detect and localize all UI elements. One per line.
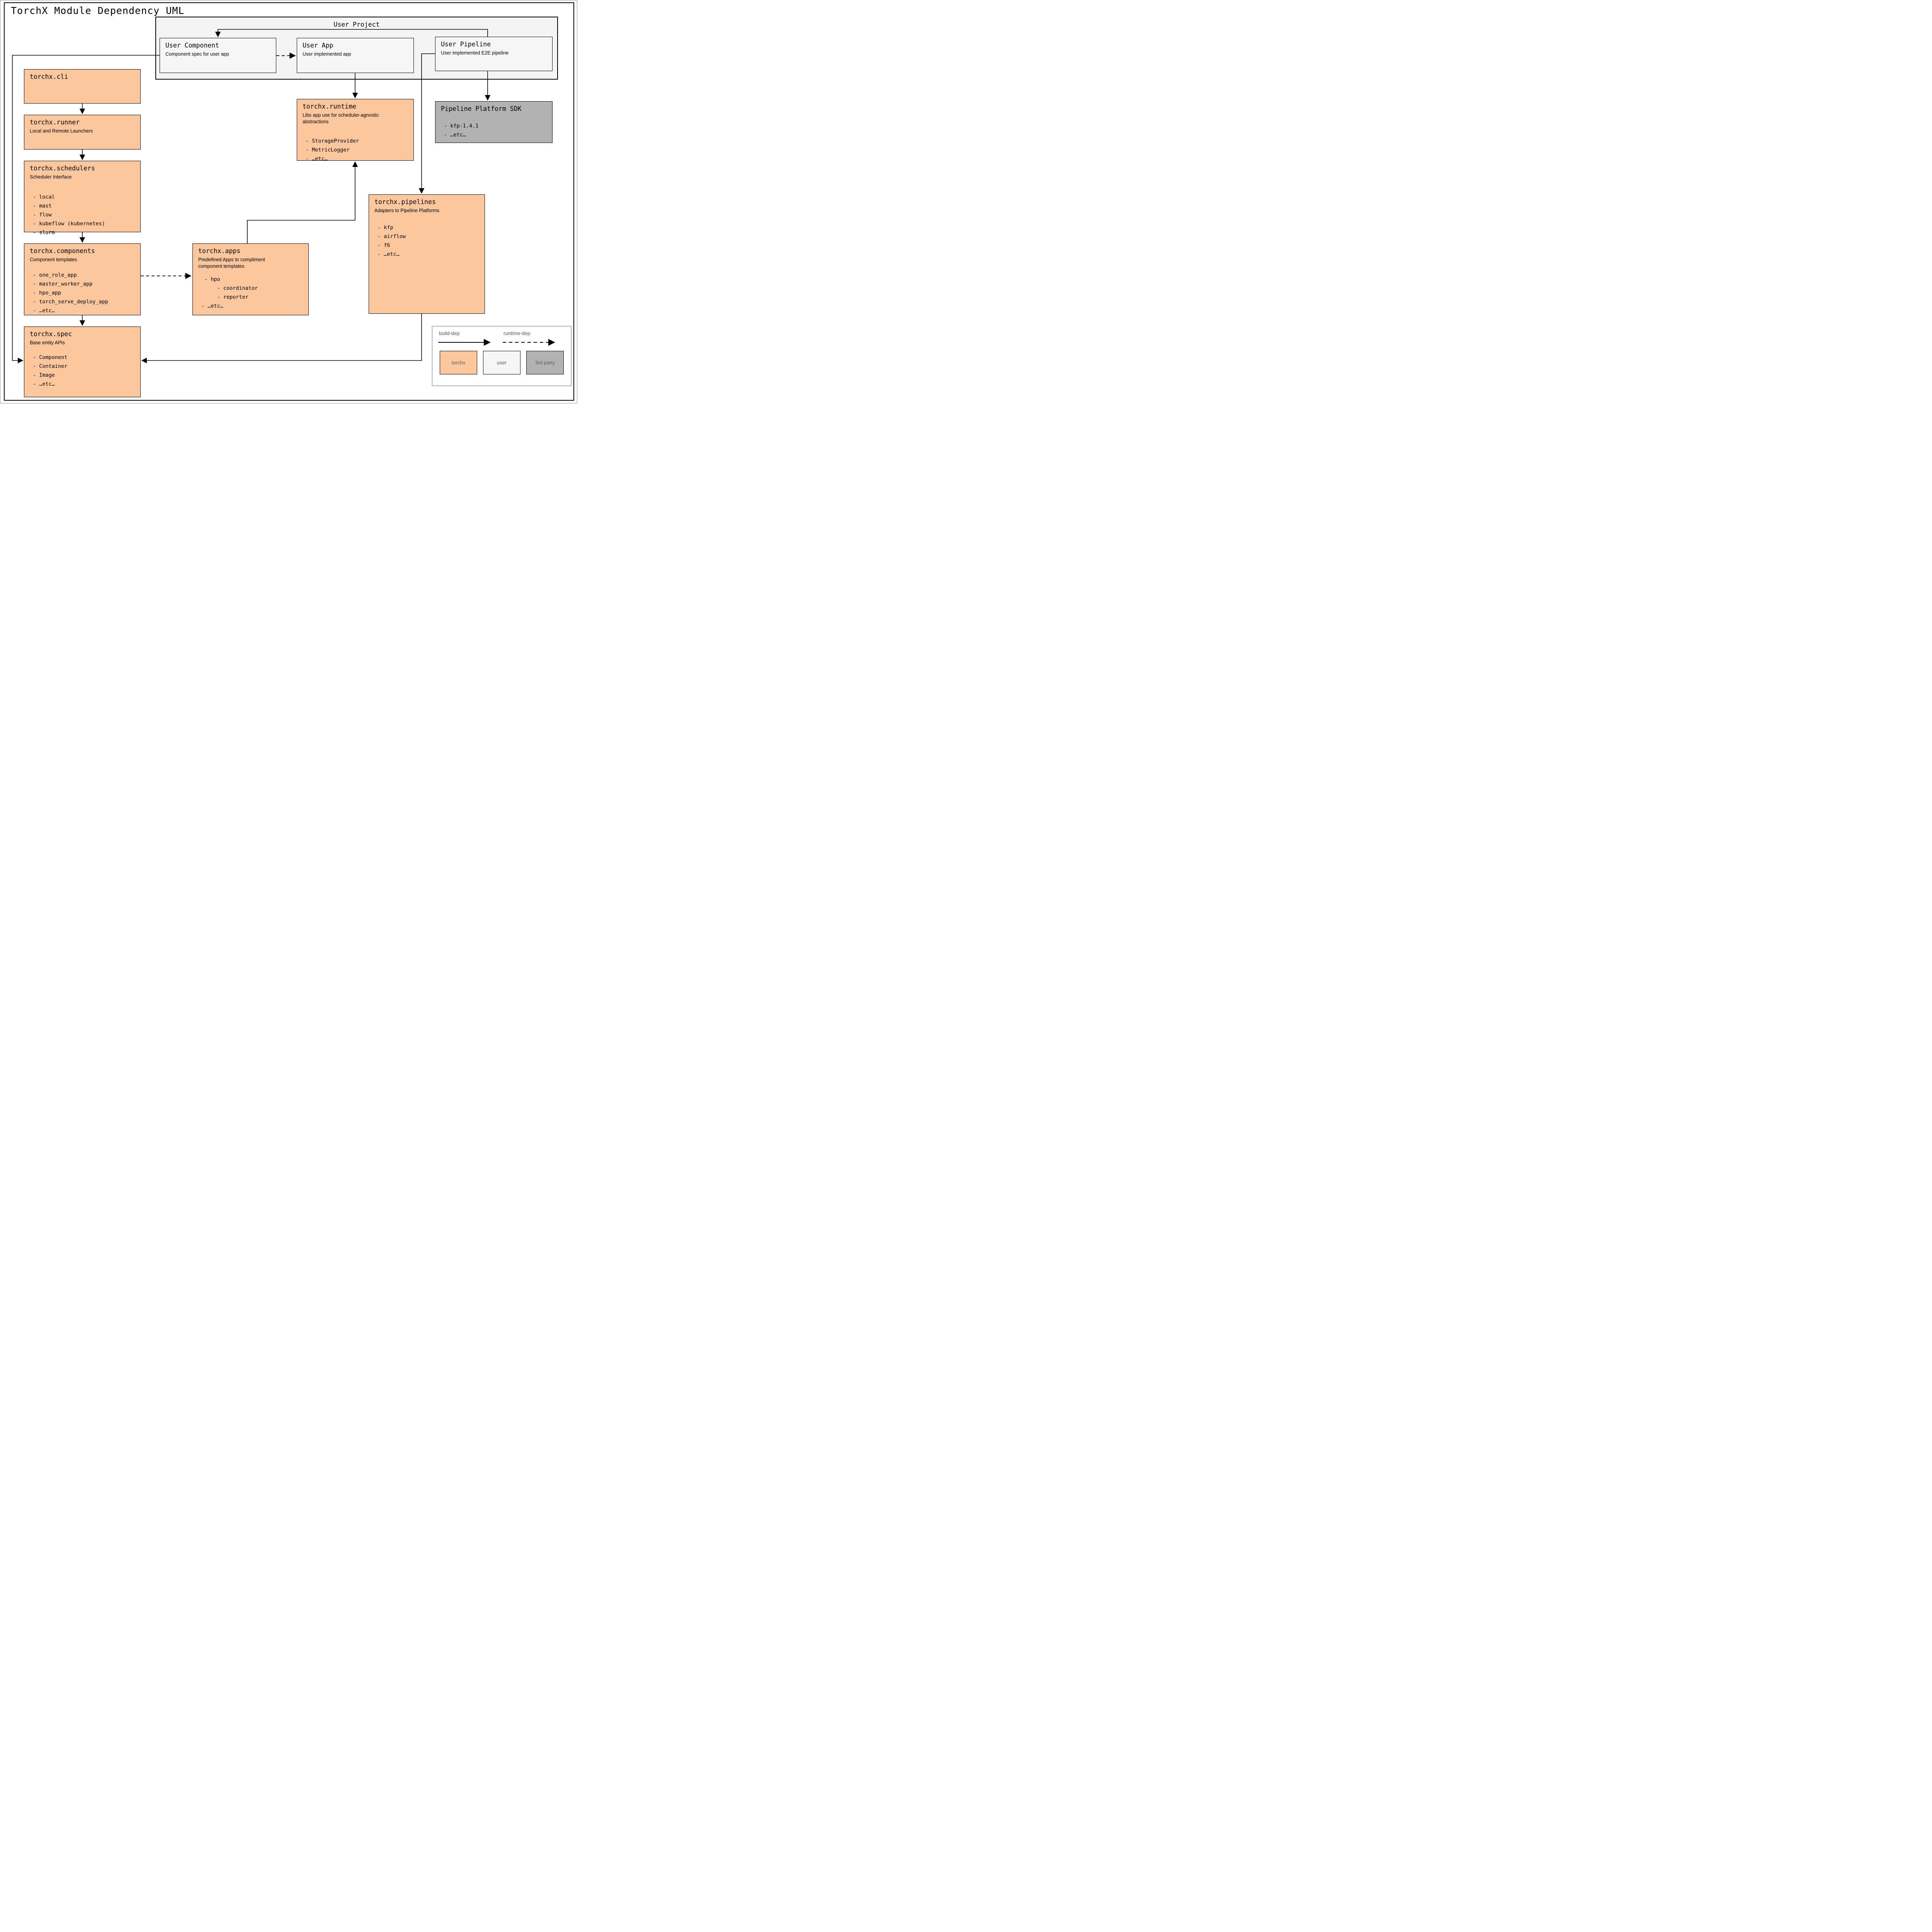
diagram-border-frame (4, 2, 574, 401)
module-title: torchx.spec (30, 330, 72, 338)
module-item: - …etc… (378, 251, 400, 257)
diagram-canvas: TorchX Module Dependency UML User Projec… (0, 0, 577, 403)
legend-runtime-dep-label: runtime-dep (503, 330, 531, 336)
module-item: - one_role_app (33, 272, 77, 278)
module-item: - f6 (378, 242, 390, 248)
module-torchx-spec: torchx.spec Base entity APIs - Component… (24, 327, 141, 397)
module-item: - airflow (378, 233, 406, 240)
module-torchx-schedulers: torchx.schedulers Scheduler Interface - … (24, 161, 141, 236)
module-item: - MetricLogger (306, 146, 350, 153)
module-item: - hpo (201, 276, 220, 282)
legend-swatch-user: user (483, 351, 520, 374)
user-pipeline-subtitle: User implemented E2E pipeline (441, 50, 509, 56)
module-item: - flow (33, 211, 52, 218)
legend-arrow-samples (438, 339, 555, 346)
module-item: - master_worker_app (33, 281, 93, 287)
module-pipeline-platform-sdk: Pipeline Platform SDK - kfp-1.4.1 - …etc… (435, 101, 553, 143)
module-subtitle: Base entity APIs (30, 340, 65, 345)
module-item-list: - hpo - coordinator - reporter - …etc… (201, 275, 303, 311)
module-item-list: - local - mast - flow - kubeflow (kubernete… (33, 193, 135, 237)
module-item-list: - StorageProvider - MetricLogger - …etc… (306, 137, 408, 163)
module-item-list: - one_role_app - master_worker_app - hpo_a… (33, 271, 135, 315)
module-item-list: - kfp-1.4.1 - …etc… (444, 122, 547, 139)
module-title: Pipeline Platform SDK (441, 105, 522, 112)
module-item: - Container (33, 363, 68, 369)
module-item: - local (33, 194, 55, 200)
module-item: - …etc… (444, 132, 466, 138)
module-torchx-pipelines: torchx.pipelines Adapters to Pipeline Pl… (369, 194, 485, 314)
legend-build-dep-label: build-dep (439, 330, 460, 336)
module-torchx-apps: torchx.apps Predefined Apps to complimen… (192, 243, 309, 315)
module-item: - hpo_app (33, 289, 61, 296)
module-subtitle: Adapters to Pipeline Platforms (374, 208, 440, 213)
module-title: torchx.components (30, 247, 95, 255)
module-title: torchx.schedulers (30, 165, 95, 172)
legend: build-dep runtime-dep torchx user 3rd pa… (432, 326, 572, 386)
module-item: - …etc… (33, 381, 55, 387)
user-project-label: User Project (333, 21, 380, 28)
module-title: torchx.cli (30, 73, 68, 80)
module-subtitle: Local and Remote Launchers (30, 128, 93, 134)
user-component-subtitle: Component spec for user app (165, 51, 229, 57)
module-item: - slurm (33, 229, 55, 236)
module-item: - torch_serve_deploy_app (33, 298, 109, 305)
module-item: - Image (33, 372, 55, 378)
module-item: - …etc… (33, 307, 55, 314)
module-subtitle: Scheduler Interface (30, 174, 72, 180)
module-item: - kfp-1.4.1 (444, 123, 479, 129)
module-item: - Component (33, 354, 68, 361)
module-title: torchx.pipelines (374, 198, 436, 206)
legend-swatch-torchx: torchx (440, 351, 477, 374)
module-item: - coordinator (201, 285, 258, 291)
module-item: - …etc… (201, 303, 223, 309)
user-component-title: User Component (165, 42, 219, 49)
module-item-list: - Component - Container - Image - …etc… (33, 353, 135, 389)
module-subtitle: Component templates (30, 257, 77, 262)
module-item: - mast (33, 202, 52, 209)
module-title: torchx.apps (198, 247, 241, 255)
module-item: - reporter (201, 294, 248, 300)
user-pipeline-title: User Pipeline (441, 41, 491, 48)
user-component-box: User Component Component spec for user a… (160, 38, 276, 73)
user-app-title: User App (303, 42, 333, 49)
user-pipeline-box: User Pipeline User implemented E2E pipel… (435, 37, 553, 71)
module-title: torchx.runner (30, 119, 80, 126)
module-torchx-runner: torchx.runner Local and Remote Launchers (24, 115, 141, 150)
legend-swatch-3rd-party: 3rd party (526, 351, 564, 374)
module-torchx-runtime: torchx.runtime Libs app use for schedule… (297, 99, 414, 163)
module-title: torchx.runtime (303, 103, 357, 110)
module-item: - kfp (378, 224, 393, 231)
user-app-box: User App User implemented app (297, 38, 414, 73)
module-subtitle: Libs app use for scheduler-agnostic abst… (303, 112, 379, 124)
module-item-list: - kfp - airflow - f6 - …etc… (378, 223, 479, 259)
page-title: TorchX Module Dependency UML (11, 5, 185, 16)
user-app-subtitle: User implemented app (303, 51, 351, 57)
module-item: - StorageProvider (306, 138, 359, 144)
module-subtitle: Predefined Apps to compliment component … (198, 257, 265, 269)
module-torchx-cli: torchx.cli (24, 69, 141, 104)
module-item: - …etc… (306, 155, 328, 162)
module-item: - kubeflow (kubernetes) (33, 220, 105, 227)
module-torchx-components: torchx.components Component templates - … (24, 243, 141, 315)
